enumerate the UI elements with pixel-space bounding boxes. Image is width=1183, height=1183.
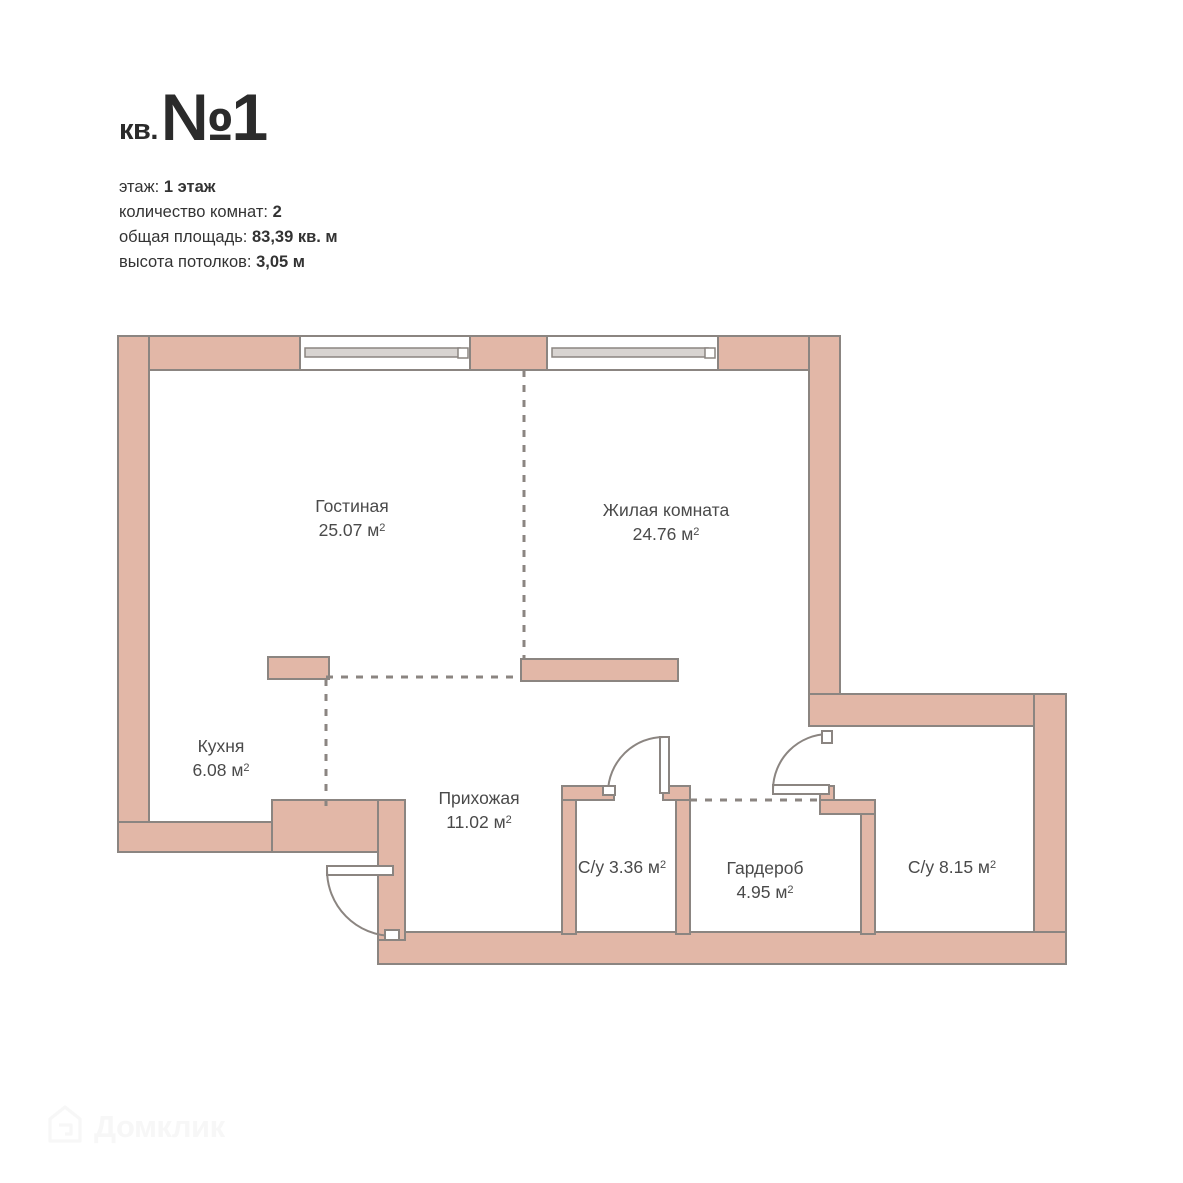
wall-bath-small-right	[675, 785, 691, 935]
room-area-bedroom: 24.76 м2	[633, 524, 700, 544]
window-left	[299, 335, 471, 371]
room-label-bath-large: С/у 8.15 м2	[908, 857, 996, 877]
room-area-kitchen: 6.08 м2	[192, 760, 249, 780]
meta-row-floor: этаж: 1 этаж	[119, 175, 819, 200]
room-label-living: Гостиная	[315, 496, 388, 516]
door-bath-large	[772, 730, 833, 795]
meta-row-ceiling: высота потолков: 3,05 м	[119, 250, 819, 275]
room-area-living: 25.07 м2	[319, 520, 386, 540]
title-prefix: кв.	[119, 114, 158, 146]
wall-stub-kitchen	[267, 656, 330, 680]
meta-value-ceiling: 3,05 м	[256, 253, 305, 272]
wall-right-exterior-upper	[808, 335, 841, 697]
meta-value-floor: 1 этаж	[163, 178, 216, 196]
room-area-hall: 11.02 м2	[446, 812, 512, 832]
meta-label-ceiling: высота потолков:	[119, 253, 252, 272]
apartment-header: кв. №1 этаж: 1 этаж количество комнат: 2…	[119, 84, 819, 275]
meta-label-rooms: количество комнат:	[119, 203, 268, 222]
room-label-kitchen: Кухня	[198, 736, 245, 756]
meta-label-area: общая площадь:	[119, 228, 248, 247]
wall-bottom-exterior	[377, 931, 1067, 965]
wall-bath-small-left	[561, 785, 577, 935]
wall-left-exterior	[117, 335, 150, 853]
meta-value-area: 83,39 кв. м	[251, 228, 338, 247]
door-bath-small	[602, 736, 670, 796]
room-area-wardrobe: 4.95 м2	[736, 882, 793, 902]
house-icon	[45, 1103, 85, 1150]
meta-value-rooms: 2	[272, 203, 282, 222]
room-label-bedroom: Жилая комната	[603, 500, 730, 520]
meta-label-floor: этаж:	[119, 178, 160, 196]
wall-right-step-top	[808, 693, 1067, 727]
room-label-hall: Прихожая	[438, 788, 519, 808]
meta-row-rooms: количество комнат: 2	[119, 200, 819, 225]
watermark: Домклик	[45, 1103, 225, 1150]
wall-top-pier	[469, 335, 548, 371]
title-number: №1	[160, 80, 268, 154]
wall-wardrobe-top	[819, 799, 876, 815]
page-title: кв. №1	[119, 84, 819, 150]
room-label-bath-small: С/у 3.36 м2	[578, 857, 666, 877]
watermark-brand: Домклик	[94, 1109, 225, 1144]
meta-row-area: общая площадь: 83,39 кв. м	[119, 225, 819, 250]
wall-wardrobe-right	[860, 799, 876, 935]
room-label-wardrobe: Гардероб	[727, 858, 804, 878]
door-entry	[326, 865, 400, 941]
wall-kitchen-bottom-thin	[117, 821, 275, 853]
window-right	[546, 335, 719, 371]
apartment-meta-list: этаж: 1 этаж количество комнат: 2 общая …	[119, 175, 819, 275]
wall-stub-living	[520, 658, 679, 682]
wall-right-exterior-lower	[1033, 693, 1067, 965]
